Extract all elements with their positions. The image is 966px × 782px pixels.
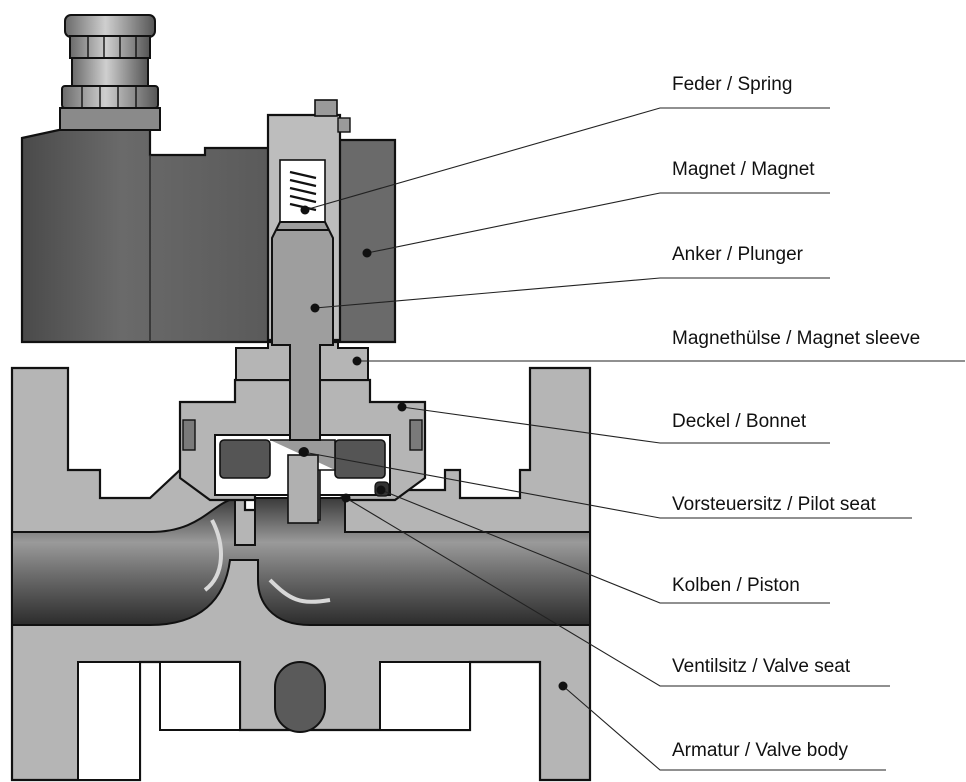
label-plunger: Anker / Plunger (672, 244, 803, 265)
leader-plunger (314, 277, 830, 309)
label-valve-body: Armatur / Valve body (672, 740, 849, 761)
flow-passage (11, 496, 591, 626)
coil (20, 126, 397, 344)
leader-dots (298, 205, 568, 691)
leader-valve-body (562, 685, 886, 771)
leader-bonnet (401, 406, 830, 444)
label-pilot-seat: Vorsteuersitz / Pilot seat (672, 494, 876, 515)
leader-piston (380, 489, 830, 604)
plunger-tube (266, 99, 351, 441)
label-piston: Kolben / Piston (672, 575, 800, 596)
label-magnet: Magnet / Magnet (672, 159, 815, 180)
spring-coils (289, 170, 317, 212)
leader-spring (304, 107, 830, 211)
leader-valve-seat (345, 497, 890, 687)
piston-assembly (214, 434, 391, 524)
leader-magnet (366, 192, 830, 254)
leader-lines (302, 107, 965, 771)
label-valve-seat: Ventilsitz / Valve seat (672, 656, 851, 677)
label-spring: Feder / Spring (672, 74, 793, 95)
label-bonnet: Deckel / Bonnet (672, 411, 807, 432)
leader-pilot-seat (302, 451, 912, 519)
label-magnet-sleeve: Magnethülse / Magnet sleeve (672, 328, 921, 349)
cable-gland (59, 14, 161, 131)
